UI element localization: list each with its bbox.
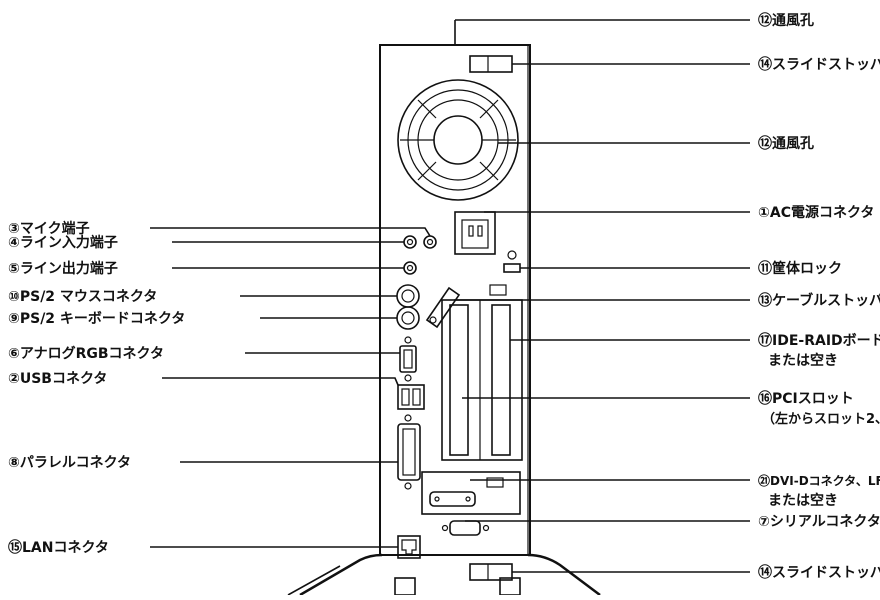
rgb-connector <box>399 336 417 382</box>
label-vent-fan: ⑫通風孔 <box>758 135 814 152</box>
label-ide-raid-2: または空き <box>768 352 838 369</box>
label-parallel: ⑧パラレルコネクタ <box>8 455 131 471</box>
label-slide-stopper-top: ⑭スライドストッパ <box>758 56 880 73</box>
label-ps2-keyboard: ⑨PS/2 キーボードコネクタ <box>8 311 185 327</box>
top-vent-lip <box>454 19 705 45</box>
label-dvi-1: ㉑DVI-Dコネクタ、LFHコネクタ <box>758 473 880 488</box>
label-ac-power: ①AC電源コネクタ <box>758 204 874 221</box>
fan-grille <box>397 79 519 201</box>
label-mic: ③マイク端子 <box>8 220 90 237</box>
label-vent-top: ⑫通風孔 <box>758 12 814 29</box>
leader-lines <box>150 19 750 573</box>
label-cable-stopper: ⑬ケーブルストッパ <box>758 292 880 309</box>
label-pci-1: ⑯PCIスロット <box>758 390 854 407</box>
label-ide-raid-1: ⑰IDE-RAIDボード <box>758 332 880 349</box>
label-case-lock: ⑪筐体ロック <box>758 260 842 277</box>
label-analog-rgb: ⑥アナログRGBコネクタ <box>8 345 164 362</box>
cable-stopper <box>425 286 461 329</box>
label-slide-stopper-bottom: ⑭スライドストッパ <box>758 564 880 581</box>
usb-connectors <box>397 384 425 410</box>
parallel-connector <box>397 414 421 490</box>
ac-power-connector <box>454 211 496 255</box>
pc-case <box>287 19 705 597</box>
label-ps2-mouse: ⑩PS/2 マウスコネクタ <box>8 289 157 305</box>
label-pci-2: （左からスロット2、スロット1） <box>762 411 880 427</box>
dvi-connector-plate <box>421 471 521 515</box>
label-line-in: ④ライン入力端子 <box>8 234 118 251</box>
label-lan: ⑮LANコネクタ <box>8 539 109 556</box>
stand <box>287 553 601 597</box>
label-line-out: ⑤ライン出力端子 <box>8 260 118 277</box>
label-usb: ②USBコネクタ <box>8 371 107 387</box>
label-serial: ⑦シリアルコネクタ <box>758 514 880 530</box>
label-dvi-2: または空き <box>768 492 838 509</box>
